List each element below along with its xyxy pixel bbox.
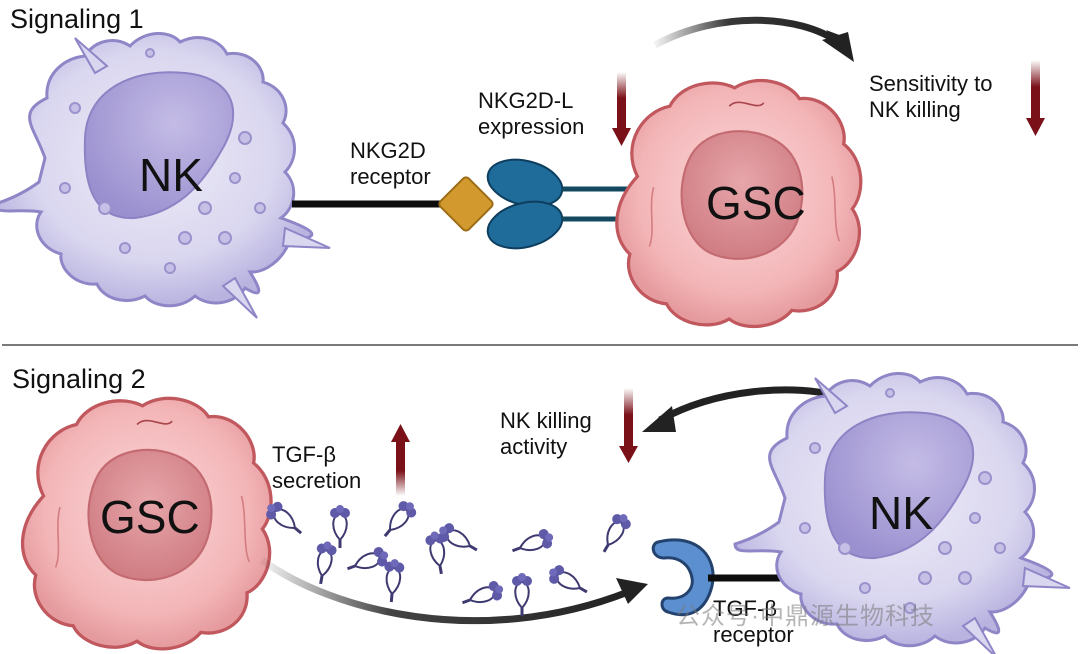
- trend-down-arrow-activity: [619, 388, 638, 463]
- nkg2d-ligand-lower: [486, 200, 564, 250]
- tgf-beta-secretion-label: TGF-β secretion: [272, 442, 362, 493]
- tgf-beta-molecule: [593, 508, 636, 559]
- tgf-beta-molecule: [507, 525, 558, 562]
- nkg2d-receptor-diamond: [438, 176, 494, 232]
- sensitivity-label: Sensitivity to NK killing: [869, 71, 993, 122]
- panel-divider: [2, 344, 1078, 346]
- panel-1-title: Signaling 1: [10, 4, 144, 34]
- panel-1-nk-label: NK: [139, 149, 203, 201]
- nkg2d-receptor-label: NKG2D receptor: [350, 138, 431, 189]
- tgf-beta-molecule: [375, 495, 422, 545]
- nkg2d-ligand-label: NKG2D-L expression: [478, 88, 585, 139]
- tgf-beta-molecule: [342, 543, 393, 580]
- tgf-beta-molecule: [543, 560, 594, 603]
- trend-up-arrow-secretion: [391, 424, 410, 496]
- panel-2-gsc-label: GSC: [100, 491, 200, 543]
- tgf-beta-molecules: [260, 495, 636, 618]
- trend-down-arrow-ligand: [612, 72, 631, 146]
- panel-1-gsc-label: GSC: [706, 177, 806, 229]
- curved-arrow-panel1: [653, 16, 854, 62]
- tgf-beta-molecule: [510, 571, 534, 618]
- tgf-beta-receptor-label: TGF-β receptor: [713, 596, 794, 647]
- curved-arrow-gsc-to-receptor: [259, 557, 648, 625]
- tgf-beta-molecule: [309, 538, 340, 588]
- panel-2-title: Signaling 2: [12, 364, 146, 394]
- tgf-beta-molecule: [328, 503, 352, 550]
- watermark: 公众号·中鼎源生物科技: [676, 603, 935, 630]
- panel-2-nk-label: NK: [869, 487, 933, 539]
- tgf-beta-molecule: [379, 556, 407, 605]
- nk-killing-activity-label: NK killing activity: [500, 408, 592, 459]
- tgf-beta-molecule: [433, 518, 484, 561]
- tgf-beta-receptor: [651, 538, 790, 617]
- tgf-beta-molecule: [457, 577, 508, 614]
- trend-down-arrow-sensitivity: [1026, 60, 1045, 136]
